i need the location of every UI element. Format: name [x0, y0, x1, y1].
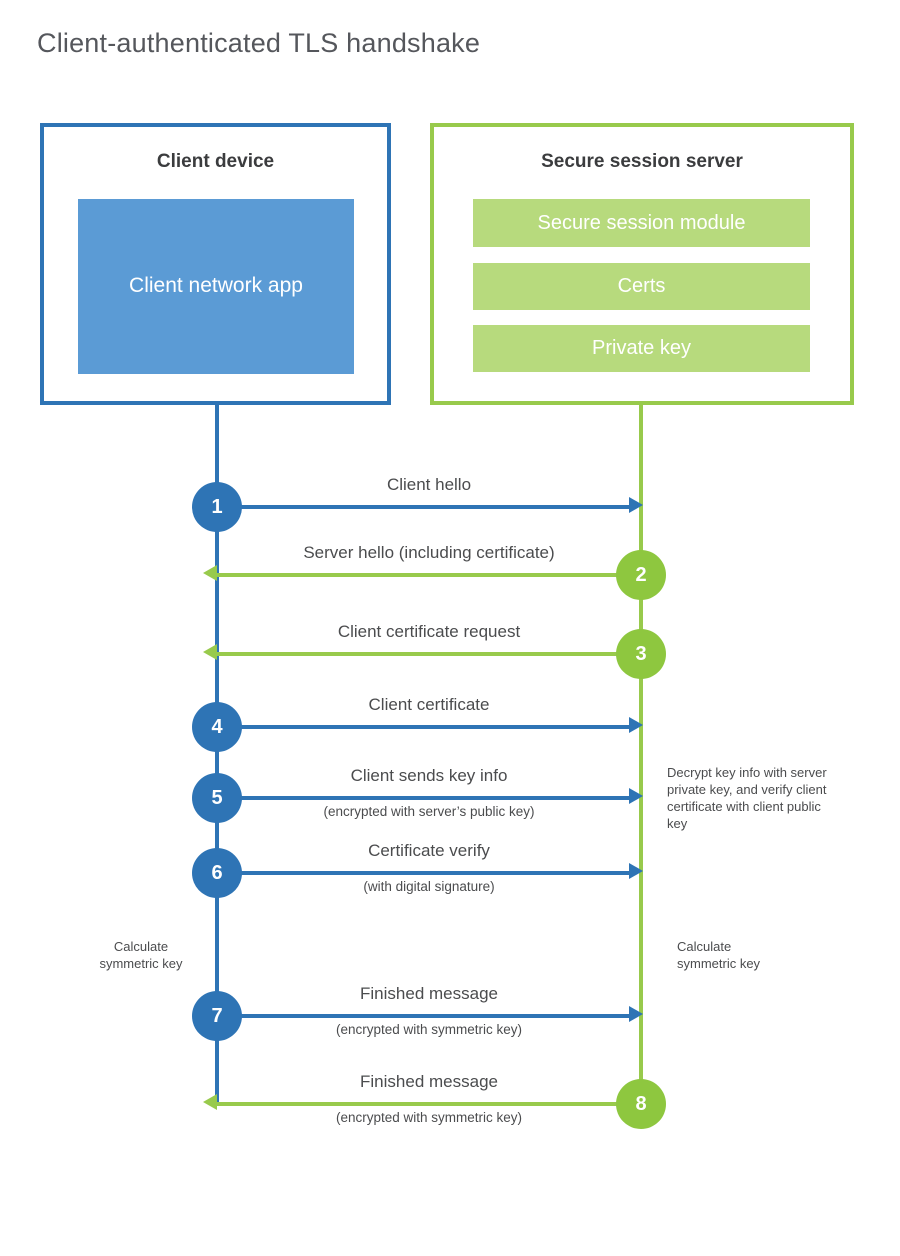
- step-7-arrow-line: [217, 1014, 629, 1018]
- step-5-sublabel: (encrypted with server’s public key): [323, 804, 535, 819]
- step-3-badge: 3: [616, 629, 666, 679]
- page-title: Client-authenticated TLS handshake: [37, 28, 481, 58]
- step-3-arrow-line: [217, 652, 641, 656]
- step-7-label: Finished message: [360, 984, 498, 1003]
- decrypt-key-note: Decrypt key info with server private key…: [667, 765, 827, 831]
- step-6-badge: 6: [192, 848, 242, 898]
- step-8-badge: 8: [616, 1079, 666, 1129]
- step-7: Finished message 7 (encrypted with symme…: [0, 984, 900, 1041]
- step-3-label: Client certificate request: [337, 622, 521, 641]
- arrow-right-icon: [629, 497, 643, 513]
- step-6: Certificate verify 6 (with digital signa…: [0, 841, 900, 898]
- step-3: Client certificate request 3: [0, 622, 900, 679]
- arrow-left-icon: [203, 1094, 217, 1110]
- step-4: Client certificate 4: [0, 695, 900, 752]
- client-device-box: Client device Client network app: [40, 123, 391, 405]
- step-4-label: Client certificate: [368, 695, 490, 714]
- step-8-arrow-line: [217, 1102, 641, 1106]
- arrow-left-icon: [203, 565, 217, 581]
- step-7-badge: 7: [192, 991, 242, 1041]
- step-5-arrow-line: [217, 796, 629, 800]
- step-5: Client sends key info 5 (encrypted with …: [0, 766, 900, 823]
- step-4-arrow-line: [217, 725, 629, 729]
- step-4-badge: 4: [192, 702, 242, 752]
- secure-session-server-title: Secure session server: [541, 151, 743, 172]
- step-8-sublabel: (encrypted with symmetric key): [335, 1110, 523, 1125]
- server-certs-bar: Certs: [473, 263, 810, 310]
- client-device-title: Client device: [156, 151, 275, 172]
- step-1-arrow-line: [217, 505, 629, 509]
- step-6-sublabel: (with digital signature): [363, 879, 495, 894]
- arrow-right-icon: [629, 863, 643, 879]
- server-secure-session-module-bar: Secure session module: [473, 199, 810, 247]
- step-7-sublabel: (encrypted with symmetric key): [335, 1022, 523, 1037]
- arrow-right-icon: [629, 788, 643, 804]
- step-2-badge: 2: [616, 550, 666, 600]
- arrow-right-icon: [629, 717, 643, 733]
- arrow-right-icon: [629, 1006, 643, 1022]
- step-1-badge: 1: [192, 482, 242, 532]
- arrow-left-icon: [203, 644, 217, 660]
- step-5-badge: 5: [192, 773, 242, 823]
- step-5-label: Client sends key info: [350, 766, 508, 785]
- secure-session-server-box: Secure session server Secure session mod…: [430, 123, 854, 405]
- client-network-app-label: Client network app: [129, 274, 303, 298]
- step-6-label: Certificate verify: [368, 841, 490, 860]
- step-2-label: Server hello (including certificate): [303, 543, 555, 562]
- step-1-label: Client hello: [386, 475, 472, 494]
- client-lifeline: [215, 405, 219, 1106]
- step-1: Client hello 1: [0, 475, 900, 532]
- step-8-label: Finished message: [360, 1072, 498, 1091]
- calc-symmetric-key-left-note: Calculate symmetric key: [99, 939, 183, 971]
- step-6-arrow-line: [217, 871, 629, 875]
- step-2: Server hello (including certificate) 2: [0, 543, 900, 600]
- server-lifeline: [639, 405, 643, 1104]
- server-private-key-bar: Private key: [473, 325, 810, 372]
- calc-symmetric-key-right-note: Calculate symmetric key: [677, 939, 761, 971]
- step-8: Finished message 8 (encrypted with symme…: [0, 1072, 900, 1129]
- step-2-arrow-line: [217, 573, 641, 577]
- client-network-app-box: Client network app: [78, 199, 354, 374]
